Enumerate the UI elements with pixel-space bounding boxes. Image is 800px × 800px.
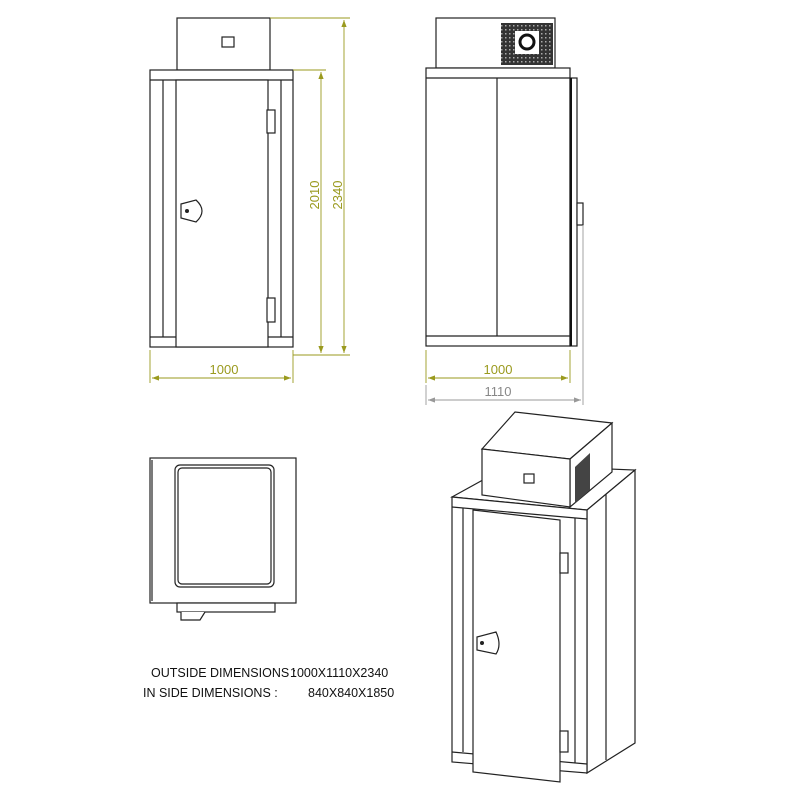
outside-dimensions-value: 1000X1110X2340 [290, 666, 389, 680]
hinge-icon [559, 552, 569, 574]
brand-logo-icon [221, 36, 235, 48]
door-bar [176, 602, 276, 613]
inside-dimensions-label: IN SIDE DIMENSIONS : [143, 686, 278, 700]
total-depth-dimension: 1110 [485, 384, 512, 399]
hinge-icon [559, 730, 569, 753]
side-view: 1000 1110 [425, 17, 584, 405]
isometric-view [450, 411, 637, 783]
inside-dimensions-value: 840X840X1850 [308, 686, 395, 700]
door [175, 79, 269, 348]
hinge-icon [266, 297, 276, 323]
brand-logo-icon [523, 473, 535, 484]
door [472, 509, 561, 783]
door-handle-icon [180, 199, 203, 223]
front-view: 2010 2340 1000 [149, 17, 350, 383]
door-handle-icon [476, 631, 500, 655]
hinge-icon [266, 109, 276, 134]
total-height-dimension: 2340 [330, 181, 345, 210]
width-dimension: 1000 [210, 362, 239, 377]
cabinet-right-side [586, 468, 636, 775]
door-handle-icon [180, 611, 206, 621]
door-handle-icon [576, 202, 584, 226]
vent-grille [575, 453, 590, 503]
top-view [149, 457, 297, 621]
outside-dimensions-label: OUTSIDE DIMENSIONS : [151, 666, 297, 680]
cabinet-body [425, 67, 571, 347]
compressor-footprint [174, 464, 275, 588]
depth-dimension: 1000 [484, 362, 513, 377]
height-dimension: 2010 [307, 181, 322, 210]
